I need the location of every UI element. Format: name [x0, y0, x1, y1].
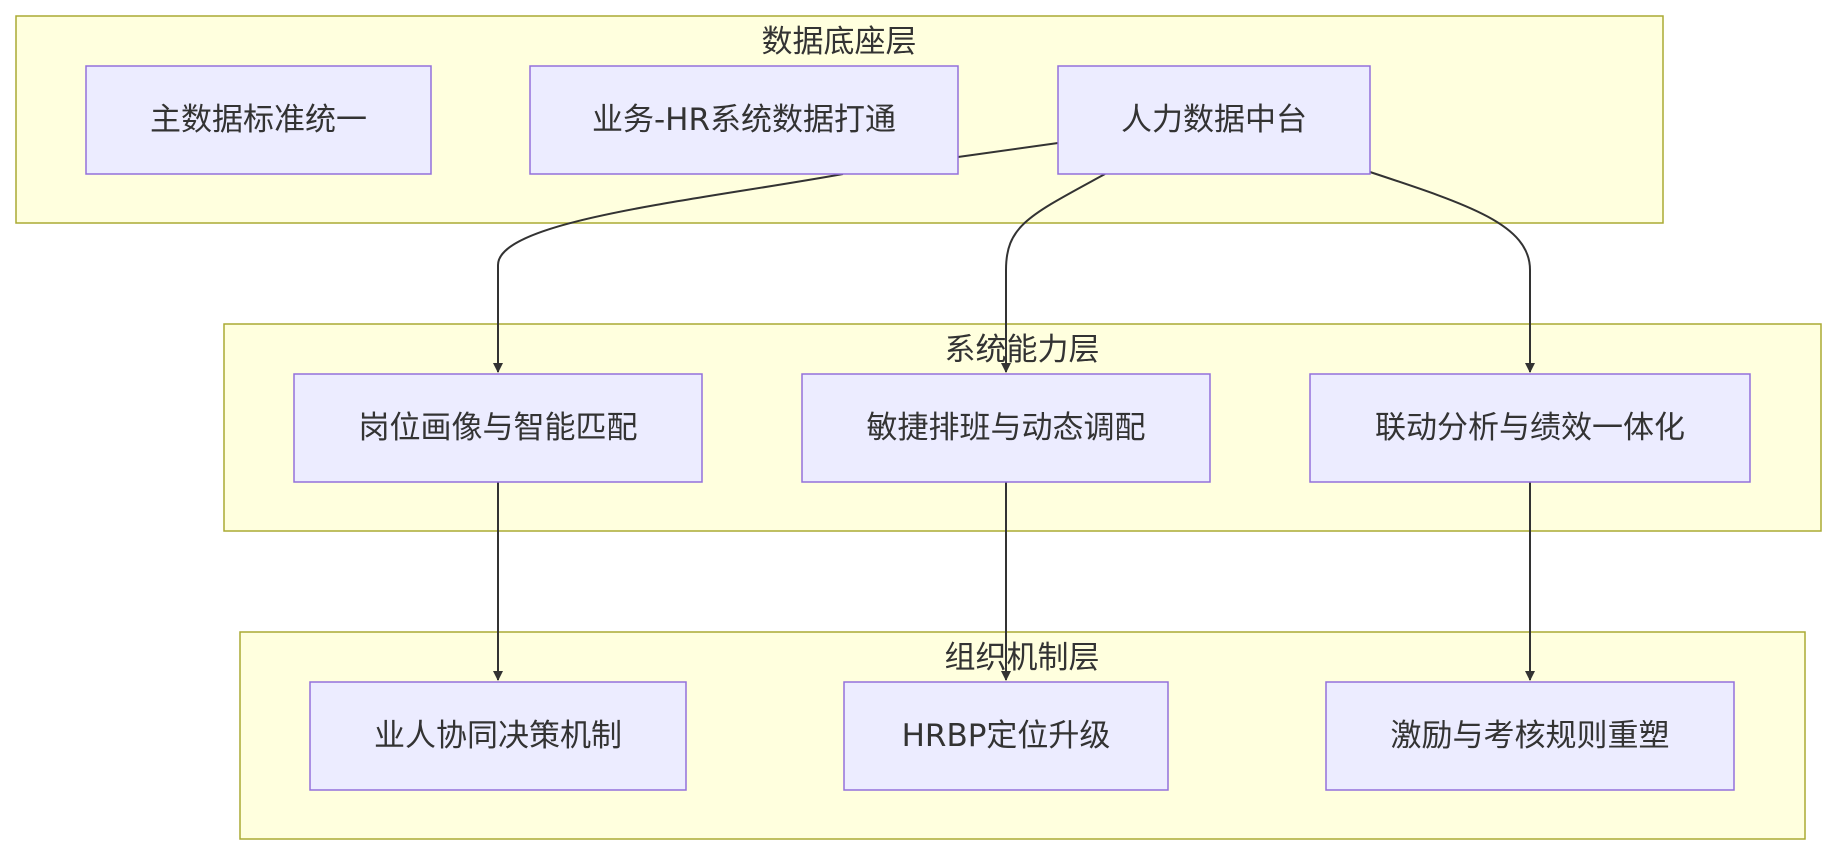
node-hr-platform-box: [1057, 65, 1371, 175]
node-incentive-label: 激励与考核规则重塑: [1391, 718, 1670, 754]
node-hrbp: HRBP定位升级: [843, 681, 1169, 791]
node-hr-platform-label: 人力数据中台: [1121, 102, 1307, 138]
node-job-profile: 岗位画像与智能匹配: [293, 373, 703, 483]
node-agile-schedule: 敏捷排班与动态调配: [801, 373, 1211, 483]
node-biz-hr-box: [529, 65, 959, 175]
edge-hr-platform-to-biz-hr: [957, 142, 1059, 158]
node-hrbp-box: [843, 681, 1169, 791]
node-job-profile-box: [293, 373, 703, 483]
node-collab-decision: 业人协同决策机制: [309, 681, 687, 791]
node-master-data-box: [85, 65, 432, 175]
edge-hr-platform-to-agile-schedule: [1001, 173, 1106, 373]
cluster-org-layer-title: 组织机制层: [945, 640, 1100, 676]
edge-hr-platform-to-linked-analysis: [1369, 171, 1535, 373]
node-hrbp-label: HRBP定位升级: [902, 718, 1111, 754]
cluster-data-layer-title: 数据底座层: [762, 24, 917, 60]
edge-biz-hr-to-job-profile: [493, 173, 844, 373]
node-linked-analysis-label: 联动分析与绩效一体化: [1375, 410, 1685, 446]
node-linked-analysis: 联动分析与绩效一体化: [1309, 373, 1751, 483]
node-biz-hr: 业务-HR系统数据打通: [529, 65, 959, 175]
node-biz-hr-label: 业务-HR系统数据打通: [592, 102, 896, 138]
node-agile-schedule-label: 敏捷排班与动态调配: [867, 410, 1146, 446]
node-master-data: 主数据标准统一: [85, 65, 432, 175]
node-hr-platform: 人力数据中台: [1057, 65, 1371, 175]
node-master-data-label: 主数据标准统一: [150, 102, 367, 138]
cluster-system-layer-title: 系统能力层: [945, 332, 1100, 368]
node-linked-analysis-box: [1309, 373, 1751, 483]
node-job-profile-label: 岗位画像与智能匹配: [359, 410, 638, 446]
node-agile-schedule-box: [801, 373, 1211, 483]
node-incentive-box: [1325, 681, 1735, 791]
node-collab-decision-box: [309, 681, 687, 791]
edges: [493, 142, 1535, 681]
node-collab-decision-label: 业人协同决策机制: [374, 718, 622, 754]
node-incentive: 激励与考核规则重塑: [1325, 681, 1735, 791]
